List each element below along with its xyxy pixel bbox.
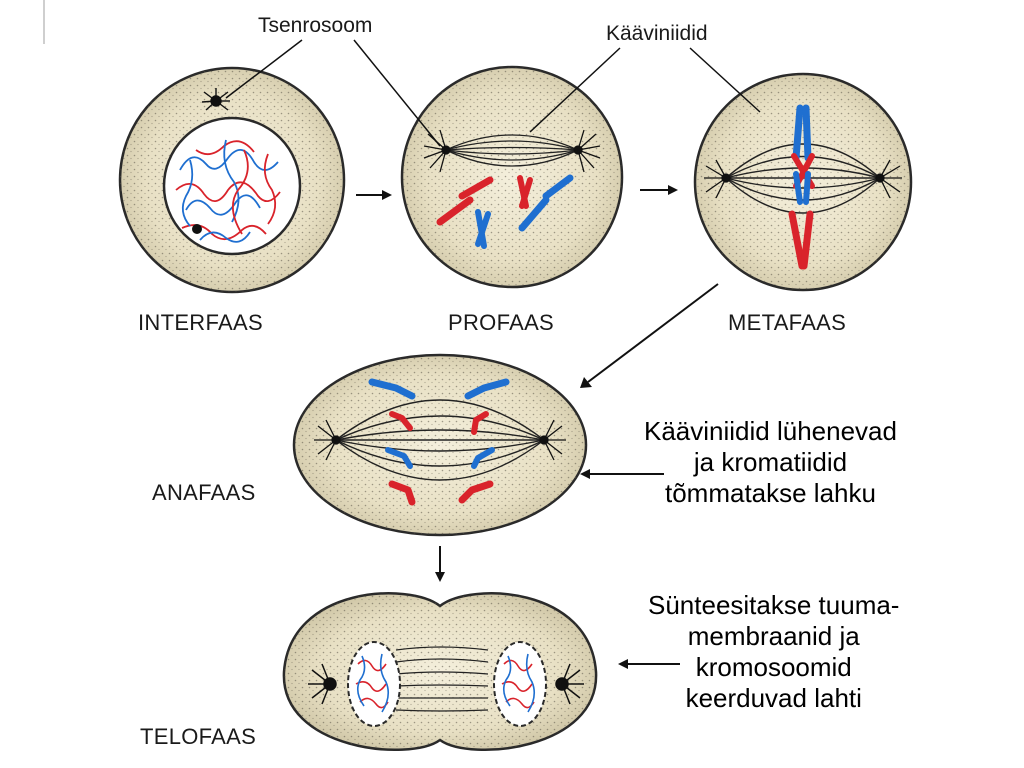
telophase-midbody-fibers <box>395 646 489 712</box>
anaphase-chromatids <box>368 378 510 506</box>
arrow-interphase-to-prophase <box>356 190 392 200</box>
note-telophase-line-2: membraanid ja <box>687 621 860 651</box>
stage-label-telophase: TELOFAAS <box>140 724 257 749</box>
note-telophase-line-1: Sünteesitakse tuuma- <box>648 590 900 620</box>
prophase-chromosomes <box>436 174 574 249</box>
note-anaphase-line-3: tõmmatakse lahku <box>664 478 876 508</box>
telophase-nucleus-left <box>347 641 401 727</box>
prophase-aster-left <box>423 129 451 173</box>
arrow-anaphase-to-telophase <box>435 546 445 582</box>
arrow-anaphase-note <box>580 469 664 479</box>
label-spindle: Kääviniidid <box>606 22 708 45</box>
stage-label-metaphase: METAFAAS <box>728 310 847 335</box>
leader-centrosome <box>225 39 441 147</box>
prophase-cell <box>400 65 624 289</box>
anaphase-aster-left <box>314 419 341 461</box>
metaphase-aster-right <box>875 159 902 199</box>
note-anaphase: Kääviniidid lühenevad ja kromatiidid tõm… <box>644 416 897 509</box>
arrow-telophase-note <box>618 659 680 669</box>
label-centrosome: Tsenrosoom <box>258 14 373 37</box>
arrow-metaphase-to-anaphase <box>580 283 719 388</box>
anaphase-spindle <box>335 399 545 481</box>
anaphase-cell <box>292 353 588 537</box>
interphase-chromatin <box>175 139 281 243</box>
anaphase-aster-right <box>539 419 566 461</box>
metaphase-chromosomes <box>788 104 815 270</box>
telophase-centrosome-left <box>308 663 337 705</box>
telophase-centrosome-right <box>555 663 584 705</box>
arrow-prophase-to-metaphase <box>640 185 678 195</box>
stage-label-anaphase: ANAFAAS <box>152 480 256 505</box>
note-telophase: Sünteesitakse tuuma- membraanid ja kromo… <box>648 590 899 714</box>
stage-label-prophase: PROFAAS <box>448 310 555 335</box>
note-telophase-line-3: kromosoomid <box>695 652 852 682</box>
metaphase-cell <box>693 72 913 292</box>
leader-spindle <box>529 47 761 133</box>
prophase-aster-right <box>573 129 601 173</box>
stage-label-interphase: INTERFAAS <box>138 310 263 335</box>
telophase-nucleus-right <box>493 641 547 727</box>
interphase-cell <box>118 66 346 294</box>
interphase-centrosome <box>201 88 230 111</box>
metaphase-aster-left <box>704 159 731 199</box>
telophase-cell <box>282 592 598 751</box>
note-telophase-line-4: keerduvad lahti <box>685 683 862 713</box>
note-anaphase-line-1: Kääviniidid lühenevad <box>644 416 897 446</box>
prophase-spindle <box>445 134 579 167</box>
note-anaphase-line-2: ja kromatiidid <box>693 447 848 477</box>
